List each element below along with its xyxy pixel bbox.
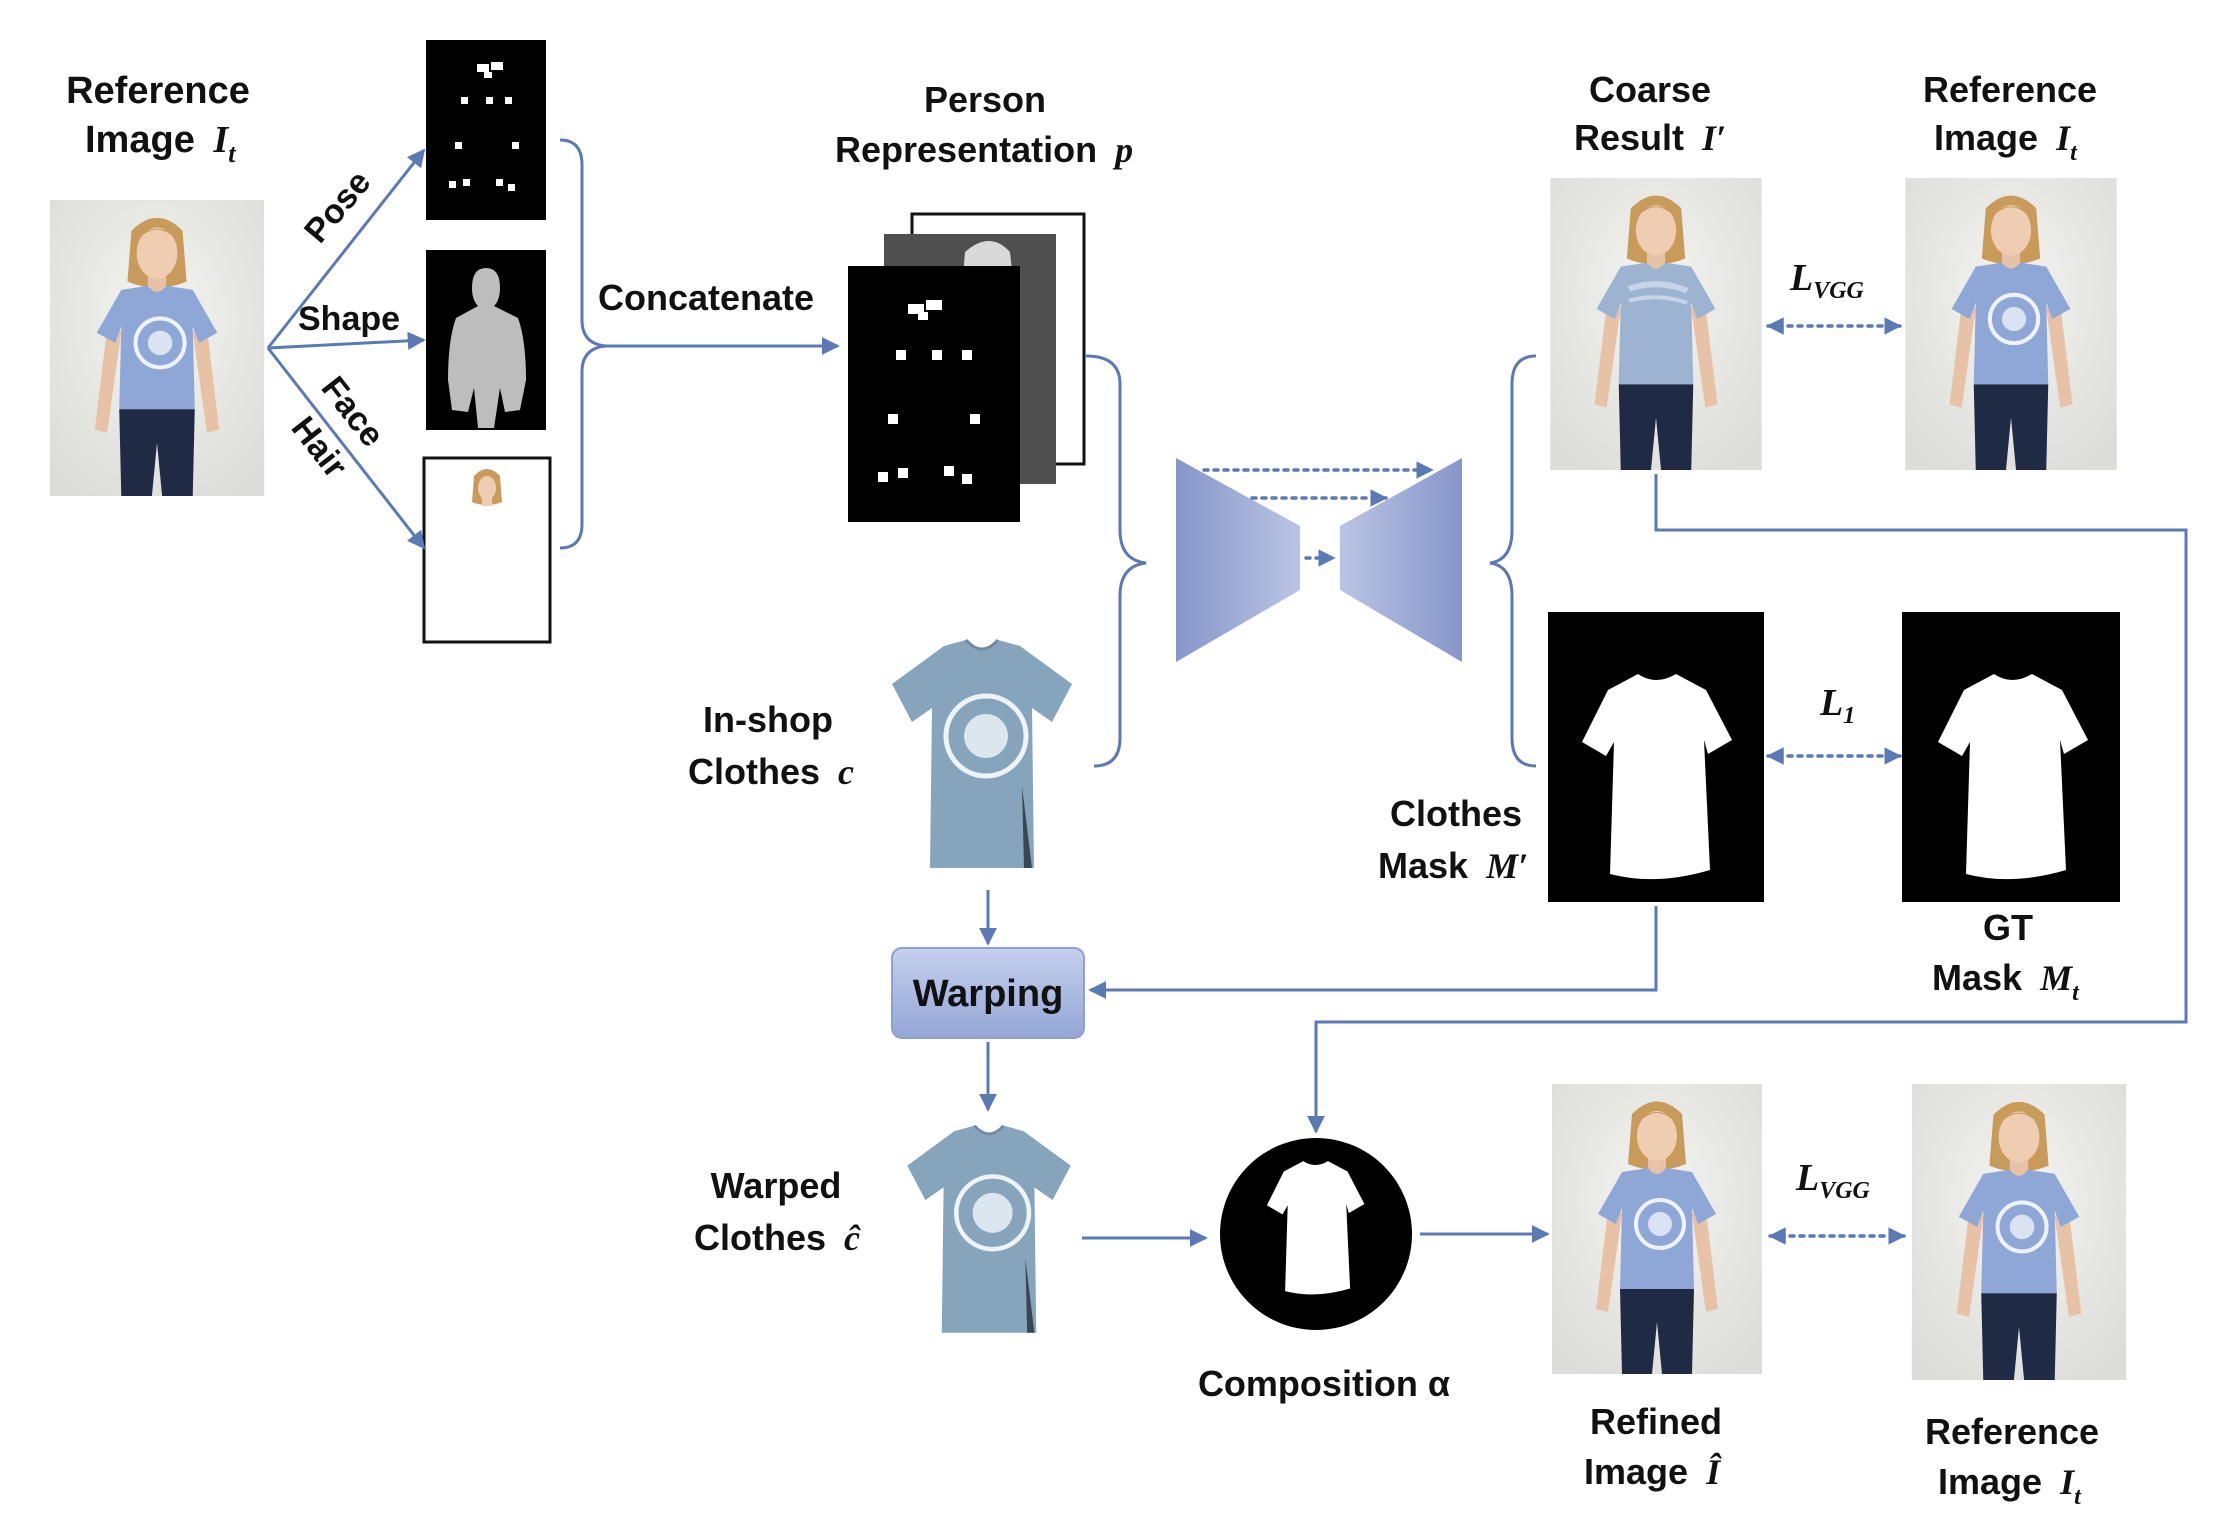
reference-image-label-bottom-right: Image It	[1938, 1461, 2082, 1510]
refined-image	[1552, 1084, 1762, 1374]
concat-brace	[559, 138, 607, 550]
coarse-result-image	[1550, 178, 1761, 470]
reference-label-bottom-right: Reference	[1925, 1411, 2099, 1452]
concatenate-label: Concatenate	[598, 277, 814, 318]
encoder-decoder-network	[1176, 458, 1462, 662]
shape-arrow	[267, 331, 426, 350]
refined-label: Refined	[1590, 1401, 1722, 1442]
l1-loss: L1	[1819, 682, 1855, 729]
mask-mprime-label: Mask M′	[1378, 845, 1528, 886]
composition-label: Composition α	[1198, 1363, 1450, 1404]
gt-label: GT	[1983, 907, 2033, 948]
network-output-brace	[1489, 354, 1537, 768]
coarse-to-composition-arrow	[1307, 474, 2188, 1134]
gt-mask-mt-label: Mask Mt	[1932, 957, 2080, 1006]
in-shop-label: In-shop	[703, 699, 833, 740]
pose-map	[426, 40, 546, 220]
reference-label-top-left: Reference	[66, 70, 250, 112]
encoder-shape	[1176, 458, 1300, 662]
reference-image-bottom-right	[1912, 1084, 2126, 1380]
vgg-loss-bottom: LVGG	[1795, 1157, 1871, 1204]
mask-to-warping-arrow	[1088, 906, 1658, 999]
reference-image-label-top-right: Image It	[1934, 117, 2078, 166]
reference-image-left	[50, 200, 264, 496]
face-hair-arrow	[266, 347, 426, 550]
shape-label: Shape	[298, 300, 400, 338]
network-input-brace	[1085, 354, 1147, 768]
clothes-mask-label: Clothes	[1390, 793, 1522, 834]
representation-label: Representation p	[835, 129, 1133, 170]
pose-label: Pose	[297, 163, 378, 250]
warped-clothes-image	[907, 1126, 1071, 1333]
shape-map	[426, 250, 546, 430]
warped-clothes-label: Clothes ĉ	[694, 1217, 861, 1258]
reference-image-label-left: Image It	[85, 119, 236, 168]
face-hair-map	[422, 456, 552, 644]
warping-label: Warping	[913, 973, 1064, 1015]
person-label: Person	[924, 79, 1046, 120]
reference-label-top-right: Reference	[1923, 69, 2097, 110]
vgg-loss-top: LVGG	[1789, 257, 1865, 304]
coarse-result-label: Result I′	[1574, 117, 1726, 158]
warping-box	[891, 947, 1085, 1039]
person-representation-stack	[848, 212, 1086, 522]
pose-arrow	[266, 148, 426, 349]
refined-image-label: Image Î	[1584, 1451, 1722, 1492]
reference-image-top-right	[1905, 178, 2116, 470]
decoder-shape	[1340, 458, 1462, 662]
clothes-c-label: Clothes c	[688, 751, 854, 792]
in-shop-clothes-image	[892, 640, 1072, 868]
coarse-label: Coarse	[1589, 69, 1711, 110]
warped-label: Warped	[711, 1165, 842, 1206]
